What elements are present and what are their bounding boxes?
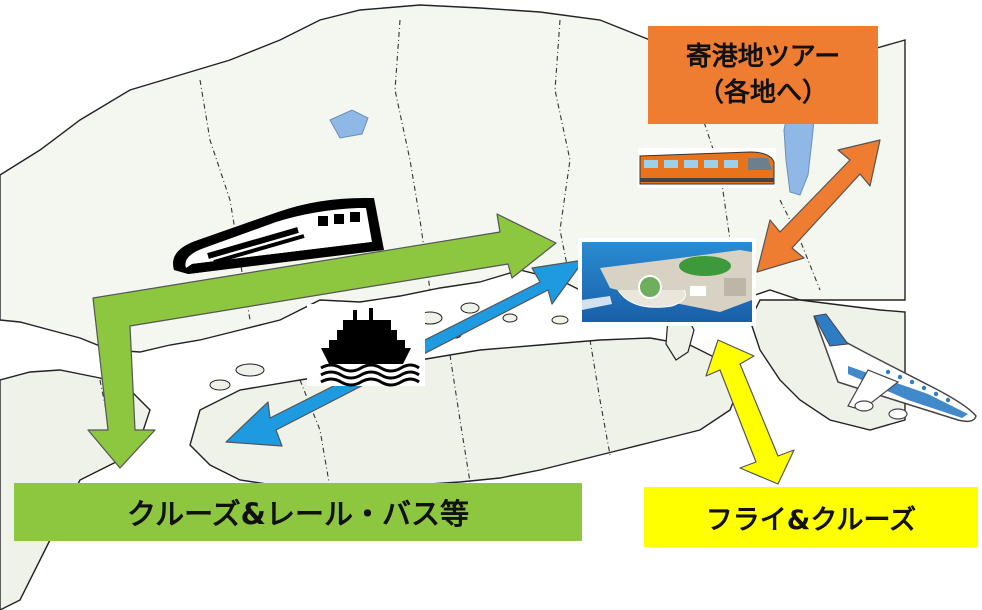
lake-small [329, 109, 369, 139]
cruise-rail-arrow [87, 213, 557, 469]
fly-cruise-text: フライ&クルーズ [705, 504, 917, 536]
airplane-icon [813, 313, 977, 423]
cruise-rail-text: クルーズ&レール・バス等 [127, 497, 469, 531]
ship-icon [307, 304, 425, 387]
shinkansen-icon [173, 198, 384, 274]
shikoku-landmass [189, 337, 741, 489]
port-tour-line2: （各地へ） [697, 78, 828, 108]
cruise-rail-label: クルーズ&レール・バス等 [14, 483, 582, 541]
train-icon [638, 148, 776, 188]
fly-cruise-label: フライ&クルーズ [644, 487, 978, 547]
port-photo [578, 238, 756, 326]
port-tour-arrow [756, 139, 881, 273]
fly-cruise-arrow [705, 339, 795, 485]
port-tour-label: 寄港地ツアー （各地へ） [648, 26, 878, 124]
port-tour-line1: 寄港地ツアー [685, 42, 841, 72]
